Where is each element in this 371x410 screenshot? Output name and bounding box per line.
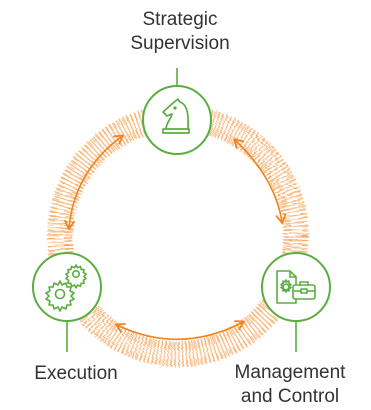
label-line: Execution [34, 363, 118, 384]
arrow-execution-management [115, 320, 245, 341]
chess-knight-icon [162, 98, 190, 134]
label-management-control: Management and Control [210, 361, 370, 409]
document-toolbox-icon [276, 270, 316, 304]
ring-band [47, 105, 309, 367]
label-line: Supervision [130, 33, 230, 54]
label-line: Strategic [142, 9, 218, 30]
label-execution: Execution [6, 362, 146, 386]
label-line: Management [234, 362, 346, 383]
arrow-strategic-management [233, 138, 287, 225]
arrow-strategic-execution [64, 134, 124, 231]
node-strategic-supervision [142, 85, 212, 155]
node-execution [32, 252, 102, 322]
label-strategic-supervision: Strategic Supervision [95, 8, 265, 56]
label-line: and Control [240, 386, 340, 407]
gears-icon [45, 264, 87, 312]
node-management-control [261, 252, 331, 322]
